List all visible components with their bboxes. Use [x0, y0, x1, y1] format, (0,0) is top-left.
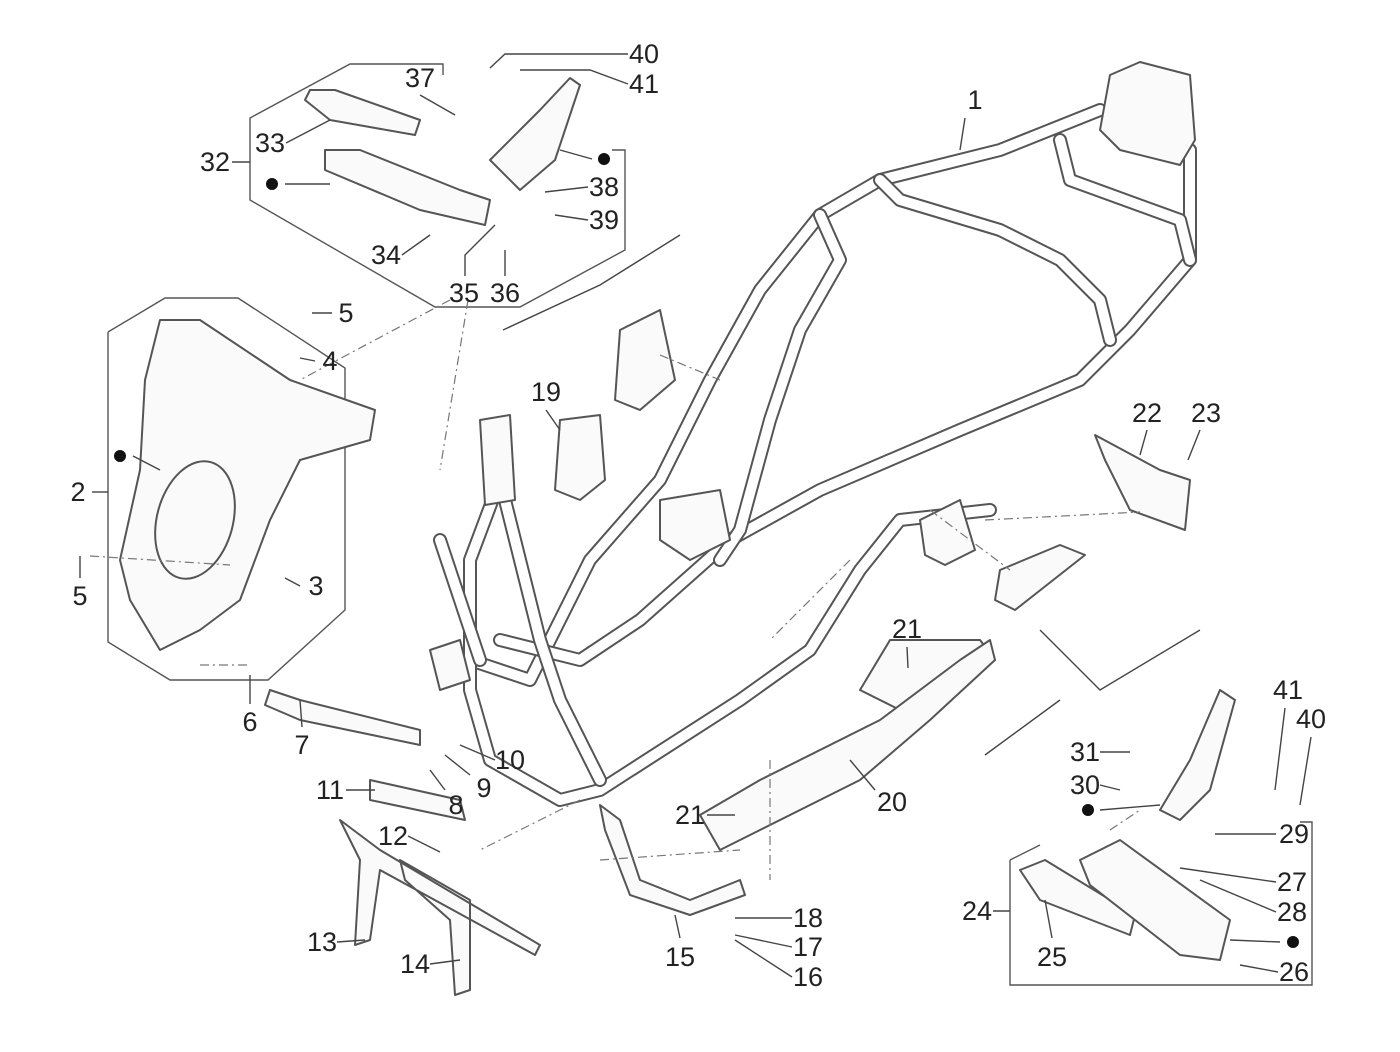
- callout-4: 4: [322, 346, 337, 376]
- part-passenger-footrest-bracket: [919, 499, 976, 566]
- divider-line-right-2: [984, 699, 1061, 756]
- group-outline-24: [1009, 821, 1313, 986]
- callout-28: 28: [1277, 897, 1307, 927]
- divider-line-top: [502, 234, 681, 331]
- callout-33: 33: [255, 128, 285, 158]
- part-7-bracket: [264, 689, 421, 746]
- part-25-footrest-rubber: [1019, 859, 1136, 936]
- main-frame: [429, 61, 1197, 807]
- part-24-footrest: [1079, 839, 1231, 961]
- part-22-plate: [1094, 434, 1191, 531]
- callout-5: 5: [338, 298, 353, 328]
- callout-23: 23: [1191, 398, 1221, 428]
- callout-35: 35: [449, 278, 479, 308]
- group-outline-32: [249, 63, 626, 308]
- callout-29: 29: [1279, 819, 1309, 849]
- callout-40: 40: [629, 39, 659, 69]
- marker-dot: [114, 450, 126, 462]
- callout-21: 21: [892, 614, 922, 644]
- callout-31: 31: [1070, 737, 1100, 767]
- callouts: 1 2 3 4 5 5 6 7 8 9 10 11 12 13 14 15 16…: [70, 39, 1326, 992]
- callout-13: 13: [307, 927, 337, 957]
- callout-16: 16: [793, 962, 823, 992]
- callout-41: 41: [1273, 675, 1303, 705]
- callout-1: 1: [967, 85, 982, 115]
- callout-2: 2: [70, 477, 85, 507]
- callout-18: 18: [793, 903, 823, 933]
- parts: [119, 77, 1236, 996]
- callout-34: 34: [371, 240, 401, 270]
- callout-32: 32: [200, 147, 230, 177]
- callout-39: 39: [589, 205, 619, 235]
- part-footrest-arm-bottom: [1159, 689, 1236, 821]
- part-13-stand: [339, 819, 541, 996]
- part-15-bracket: [599, 804, 746, 916]
- callout-27: 27: [1277, 867, 1307, 897]
- part-passenger-footrest: [994, 544, 1086, 611]
- callout-41: 41: [629, 69, 659, 99]
- callout-20: 20: [877, 787, 907, 817]
- callout-9: 9: [476, 773, 491, 803]
- callout-38: 38: [589, 172, 619, 202]
- callout-21: 21: [675, 800, 705, 830]
- part-20-footboard-rail: [699, 639, 996, 851]
- callout-15: 15: [665, 942, 695, 972]
- callout-11: 11: [316, 775, 344, 805]
- callout-6: 6: [242, 707, 257, 737]
- callout-17: 17: [793, 932, 823, 962]
- divider-line-right: [1039, 629, 1201, 691]
- callout-40: 40: [1296, 704, 1326, 734]
- callout-36: 36: [490, 278, 520, 308]
- marker-dot: [1082, 804, 1094, 816]
- part-32-footrest: [324, 149, 491, 226]
- group-outline-24b: [1009, 844, 1041, 861]
- callout-19: 19: [531, 377, 561, 407]
- part-19-bracket: [554, 414, 606, 501]
- callout-7: 7: [294, 730, 309, 760]
- callout-22: 22: [1132, 398, 1162, 428]
- assembly-lines: [89, 299, 1141, 880]
- leader-lines: [79, 53, 1312, 978]
- callout-5: 5: [72, 581, 87, 611]
- marker-dot: [266, 178, 278, 190]
- callout-14: 14: [400, 949, 430, 979]
- part-footrest-arm-top: [489, 77, 581, 191]
- callout-8: 8: [448, 790, 463, 820]
- marker-dot: [598, 153, 610, 165]
- callout-3: 3: [308, 571, 323, 601]
- callout-12: 12: [378, 821, 408, 851]
- callout-24: 24: [962, 896, 992, 926]
- callout-30: 30: [1070, 770, 1100, 800]
- group-outline-2: [107, 297, 346, 681]
- part-11-plate: [369, 779, 466, 821]
- callout-10: 10: [495, 745, 525, 775]
- part-headrest-bracket: [614, 309, 676, 411]
- callout-37: 37: [405, 63, 435, 93]
- marker-dot: [1287, 936, 1299, 948]
- callout-26: 26: [1279, 957, 1309, 987]
- part-33-footrest-rubber: [304, 89, 421, 136]
- callout-25: 25: [1037, 942, 1067, 972]
